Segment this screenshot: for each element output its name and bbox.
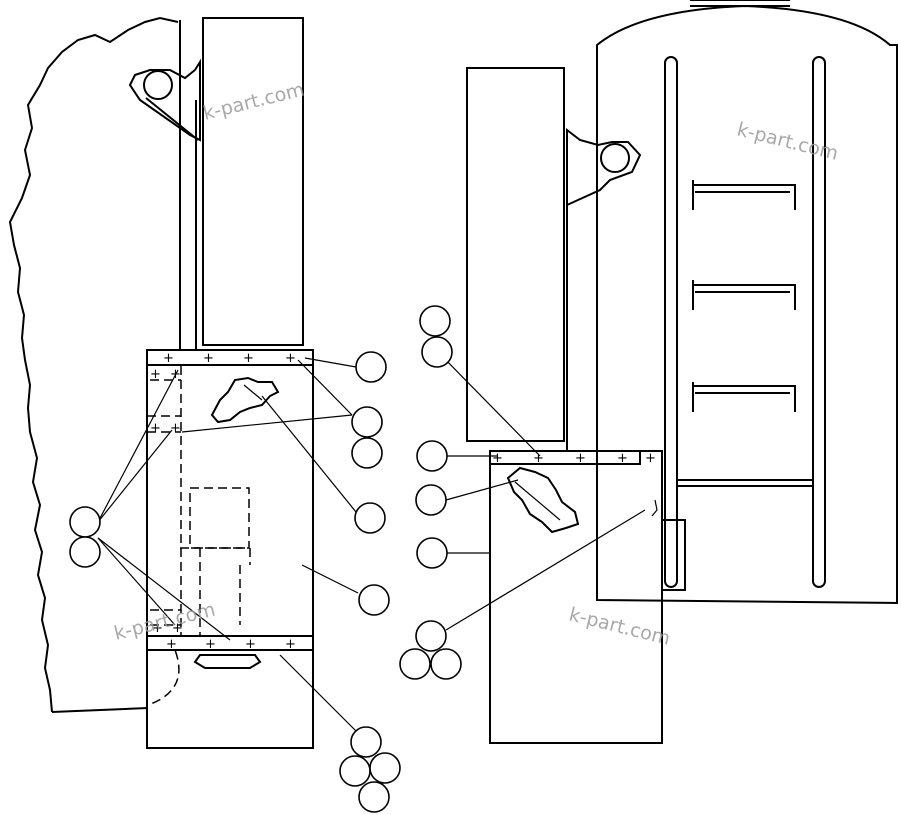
callout-circle bbox=[415, 620, 447, 652]
svg-text:+: + bbox=[203, 351, 214, 366]
callout-circles bbox=[69, 305, 462, 813]
watermark-text: k-part.com bbox=[112, 598, 218, 644]
svg-text:+: + bbox=[285, 637, 296, 652]
callout-circle bbox=[351, 437, 383, 469]
upper-panel bbox=[202, 17, 304, 346]
callout-circle bbox=[430, 648, 462, 680]
callout-circle bbox=[354, 502, 386, 534]
tank-housing bbox=[596, 4, 898, 605]
callout-circle bbox=[358, 584, 390, 616]
right-assembly: + + + + + bbox=[466, 0, 898, 744]
cutaway-section bbox=[210, 376, 280, 424]
mounting-bracket bbox=[128, 58, 201, 142]
machine-body-outline bbox=[8, 16, 179, 713]
svg-text:+: + bbox=[172, 621, 183, 636]
right-cutaway-section bbox=[506, 466, 580, 534]
left-assembly: + + + + + + + + + + + + + + bbox=[8, 16, 314, 749]
callout-circle bbox=[416, 440, 448, 472]
svg-text:+: + bbox=[166, 637, 177, 652]
right-rail bbox=[812, 56, 826, 588]
svg-text:+: + bbox=[617, 451, 628, 466]
ladder-rungs bbox=[692, 180, 796, 412]
callout-circle bbox=[399, 648, 431, 680]
svg-text:+: + bbox=[533, 451, 544, 466]
callout-circle bbox=[69, 506, 101, 538]
hidden-frame-lines bbox=[146, 366, 182, 636]
svg-text:+: + bbox=[150, 421, 161, 436]
watermark-text: k-part.com bbox=[201, 78, 307, 124]
leader-lines bbox=[97, 351, 646, 736]
callout-circle bbox=[421, 336, 453, 368]
svg-text:+: + bbox=[150, 367, 161, 382]
callout-circle bbox=[69, 536, 101, 568]
callout-circle bbox=[358, 781, 390, 813]
svg-text:+: + bbox=[285, 351, 296, 366]
callout-circle bbox=[415, 484, 447, 516]
callout-circle bbox=[369, 752, 401, 784]
watermark-text: k-part.com bbox=[567, 604, 673, 650]
callout-circle bbox=[351, 406, 383, 438]
svg-text:+: + bbox=[245, 637, 256, 652]
callout-circle bbox=[419, 305, 451, 337]
svg-text:+: + bbox=[152, 621, 163, 636]
svg-text:+: + bbox=[243, 351, 254, 366]
frame-post bbox=[179, 20, 197, 350]
svg-text:+: + bbox=[163, 351, 174, 366]
upper-right-panel bbox=[466, 67, 565, 442]
callout-circle bbox=[355, 351, 387, 383]
svg-text:+: + bbox=[575, 451, 586, 466]
callout-circle bbox=[339, 755, 371, 787]
right-door bbox=[489, 450, 663, 744]
svg-text:+: + bbox=[645, 451, 656, 466]
left-door bbox=[146, 349, 314, 749]
callout-circle bbox=[350, 726, 382, 758]
svg-text:+: + bbox=[170, 421, 181, 436]
right-mounting-bracket bbox=[566, 127, 642, 207]
callout-circle bbox=[416, 537, 448, 569]
svg-text:+: + bbox=[492, 451, 503, 466]
left-rail bbox=[664, 56, 678, 588]
svg-text:+: + bbox=[205, 637, 216, 652]
